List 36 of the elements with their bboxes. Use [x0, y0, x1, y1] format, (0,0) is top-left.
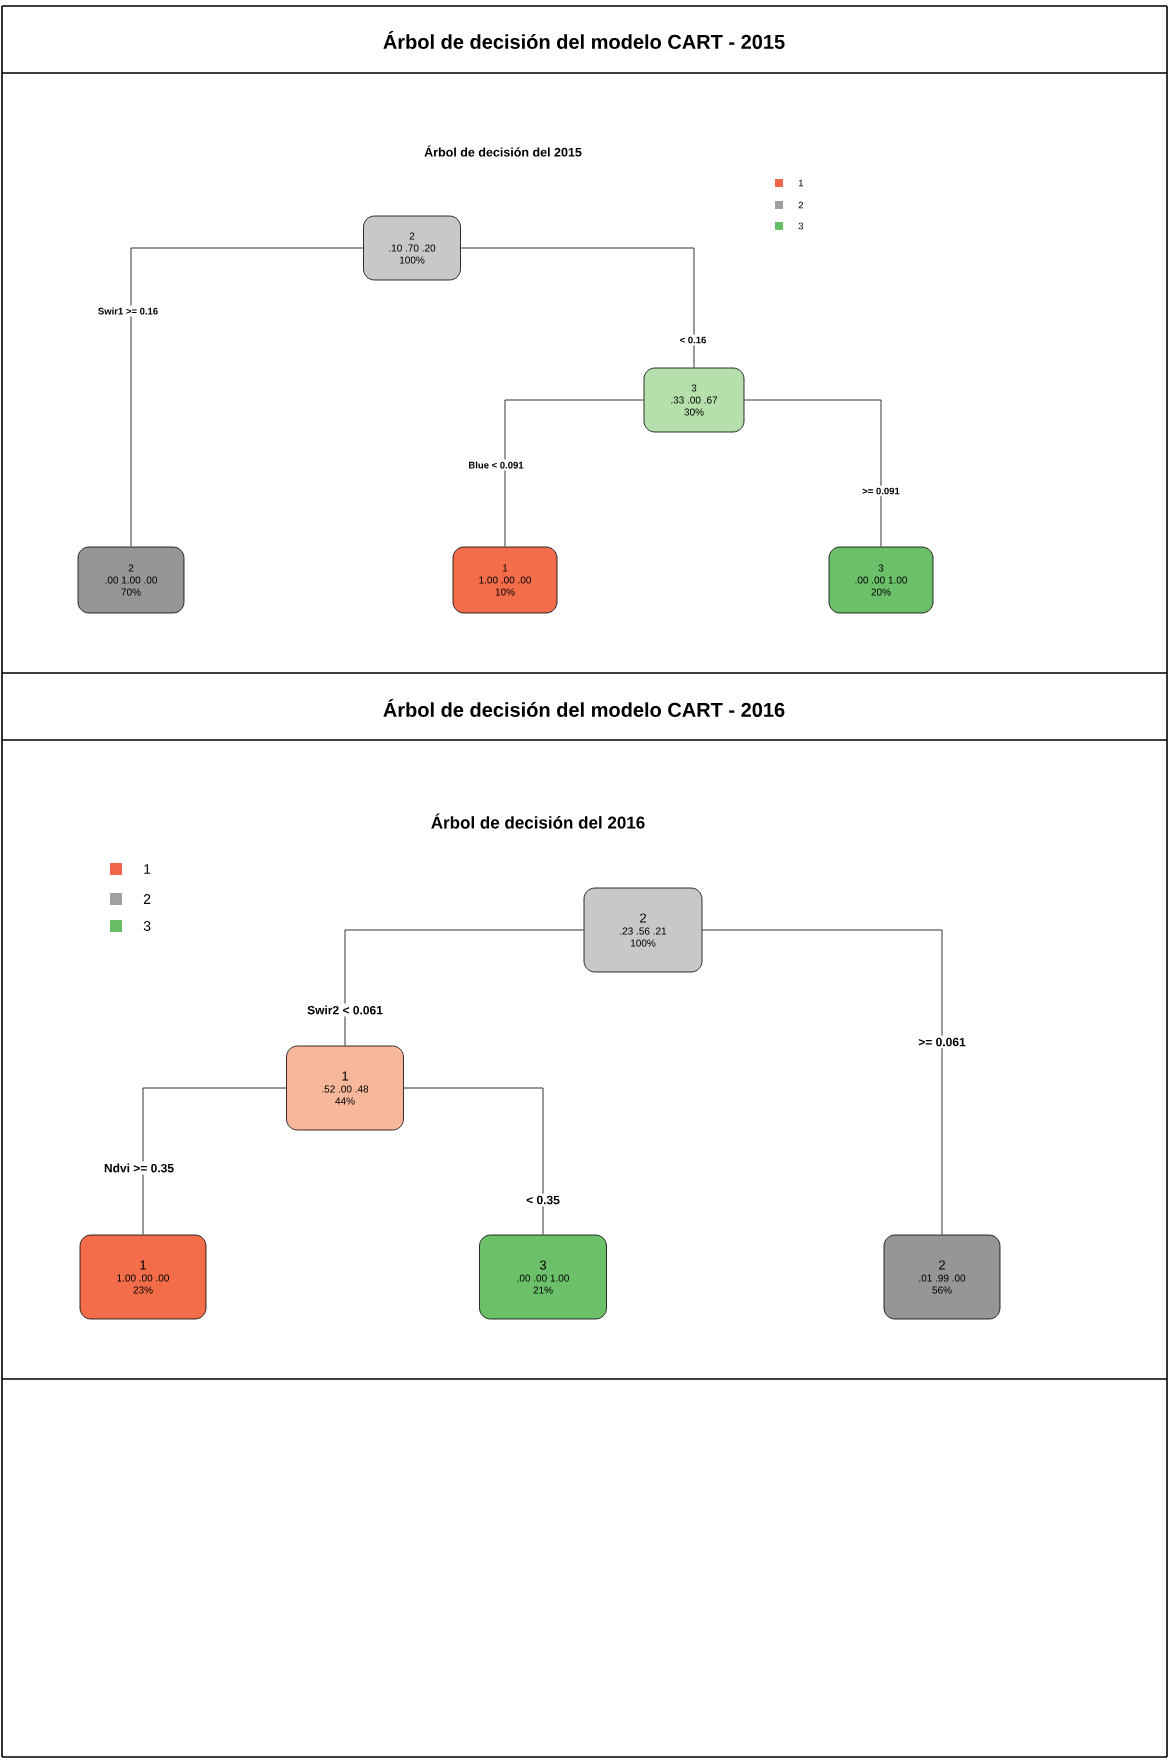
tree-branch [344, 929, 584, 1046]
edge-label: Ndvi >= 0.35 [102, 1161, 176, 1175]
legend-label: 2 [143, 894, 151, 904]
chart-title: Árbol de decisión del 2016 [431, 813, 645, 829]
section-header: Árbol de decisión del modelo CART - 2015 [383, 31, 785, 49]
edge-label: >= 0.091 [860, 485, 902, 497]
tree-branch [130, 247, 364, 547]
legend-label: 3 [143, 921, 151, 931]
edge-label: Swir1 >= 0.16 [95, 305, 161, 317]
edge-label: < 0.35 [524, 1193, 562, 1207]
tree-branch [460, 247, 695, 368]
edge-label: Swir2 < 0.061 [305, 1003, 385, 1017]
tree-branch [142, 1087, 287, 1235]
tree-branch [744, 399, 882, 547]
tree-branch [702, 929, 943, 1235]
legend-label: 1 [798, 179, 803, 187]
tree-node: 1 1.00 .00 .00 10% [452, 546, 558, 614]
tree-node: 3 .00 .00 1.00 20% [828, 546, 934, 614]
tree-node: 2 .01 .99 .00 56% [883, 1234, 1001, 1320]
tree-branch [403, 1087, 544, 1235]
section-header: Árbol de decisión del modelo CART - 2016 [383, 699, 785, 717]
tree-node: 1 .52 .00 .48 44% [286, 1045, 404, 1131]
tree-node: 2 .10 .70 .20 100% [363, 215, 461, 281]
chart-title: Árbol de decisión del 2015 [424, 145, 582, 157]
legend-label: 2 [798, 201, 803, 209]
tree-branch [504, 399, 644, 547]
edge-label: Blue < 0.091 [466, 459, 526, 471]
edge-label: < 0.16 [677, 334, 709, 346]
legend-label: 3 [798, 222, 804, 230]
tree-node: 3 .00 .00 1.00 21% [479, 1234, 607, 1320]
legend-label: 1 [144, 864, 151, 874]
tree-node: 2 .00 1.00 .00 70% [77, 546, 185, 614]
edge-label: >= 0.061 [916, 1035, 968, 1049]
tree-node: 1 1.00 .00 .00 23% [79, 1234, 207, 1320]
tree-node: 2 .23 .56 .21 100% [583, 887, 703, 973]
tree-node: 3 .33 .00 .67 30% [643, 367, 745, 433]
